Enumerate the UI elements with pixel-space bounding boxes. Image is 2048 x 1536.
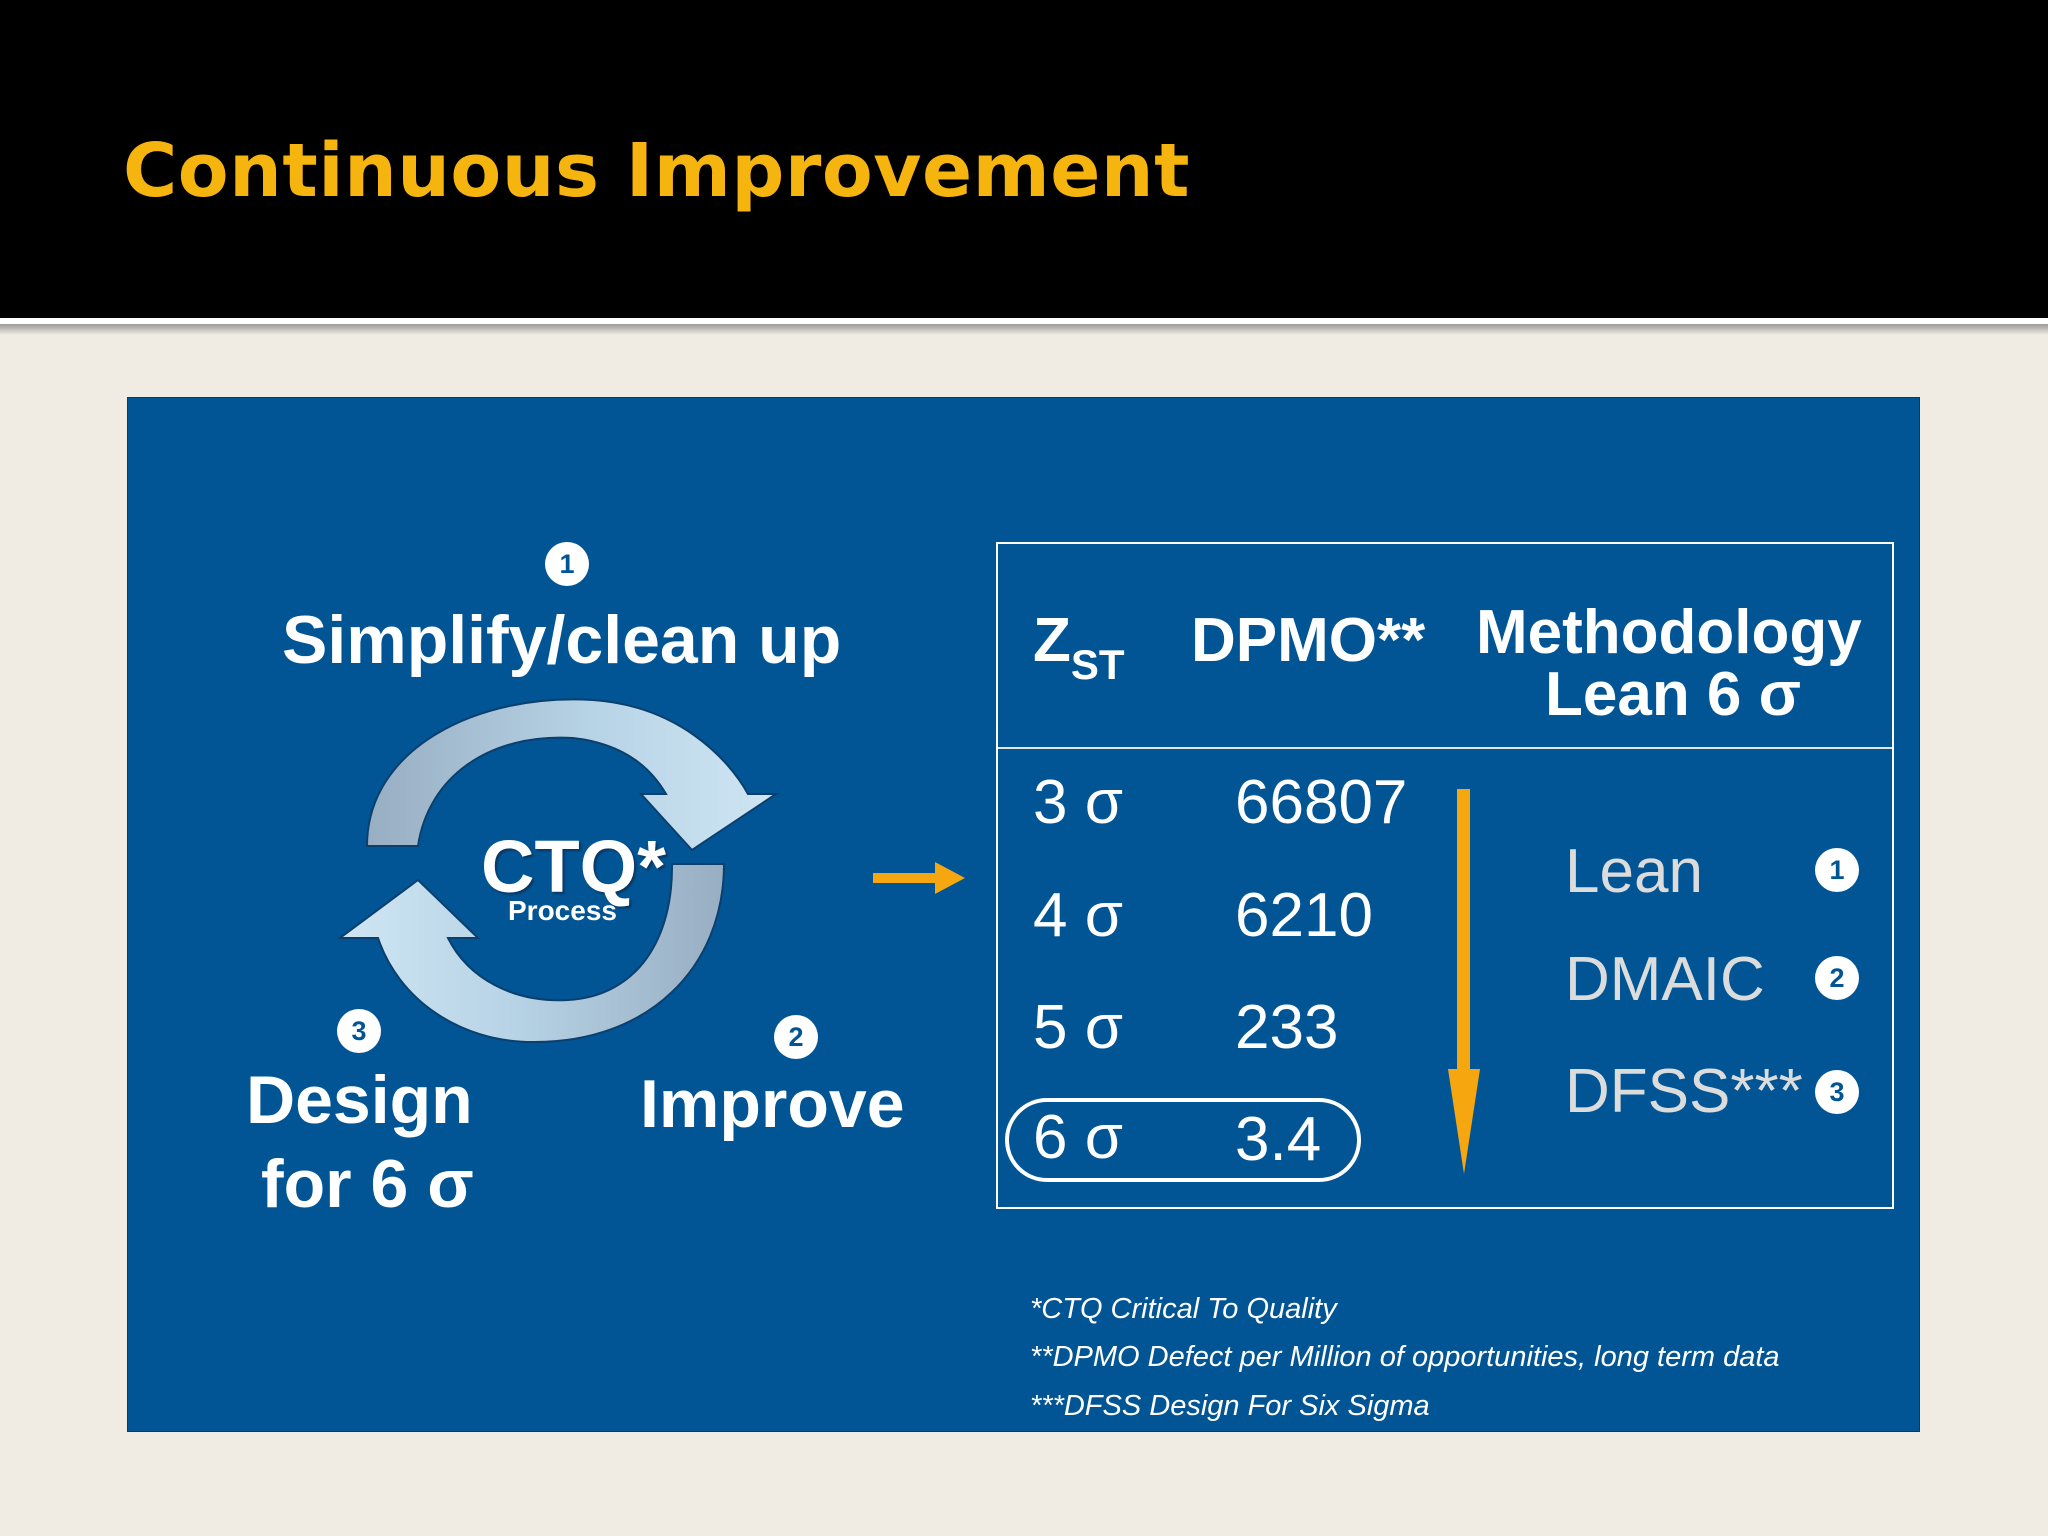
row-sigma-5: 5 σ <box>1033 993 1123 1062</box>
step-3-badge: 3 <box>337 1009 381 1053</box>
improvement-cycle-arrows <box>336 698 780 1044</box>
cycle-center-sublabel: Process <box>508 895 617 926</box>
method-dmaic: DMAIC <box>1565 945 1765 1014</box>
content-panel: CTQ* Process 1 Simplify/clean up 2 Impro… <box>127 397 1920 1432</box>
footnote-dfss: ***DFSS Design For Six Sigma <box>1030 1390 1430 1422</box>
method-3-badge: 3 <box>1815 1070 1859 1114</box>
header-zst-main: Z <box>1033 606 1071 675</box>
step-design-label-line1: Design <box>246 1062 473 1138</box>
row-sigma-3: 3 σ <box>1033 768 1123 837</box>
slide-header: Continuous Improvement <box>0 0 2048 318</box>
step-design-label-line2: for 6 σ <box>261 1146 474 1222</box>
method-dfss: DFSS*** <box>1565 1057 1803 1126</box>
row-dpmo-5: 233 <box>1235 993 1339 1062</box>
row-dpmo-4: 6210 <box>1235 881 1373 950</box>
step-1-badge: 1 <box>545 542 589 586</box>
slide-title: Continuous Improvement <box>123 128 1190 214</box>
six-sigma-highlight-oval <box>1005 1098 1361 1182</box>
method-1-badge: 1 <box>1815 848 1859 892</box>
step-improve-label: Improve <box>640 1066 905 1142</box>
step-2-badge: 2 <box>774 1015 818 1059</box>
cycle-center-label: CTQ* <box>481 825 666 908</box>
down-arrow-icon <box>1448 789 1480 1174</box>
header-methodology: Methodology <box>1476 598 1862 667</box>
header-divider-shadow <box>0 324 2048 334</box>
cycle-arrow-lower <box>336 863 726 1044</box>
sigma-table: ZST DPMO** Methodology Lean 6 σ 3 σ 6680… <box>996 542 1894 1209</box>
row-dpmo-3: 66807 <box>1235 768 1408 837</box>
header-zst: ZST <box>1033 610 1125 686</box>
method-2-badge: 2 <box>1815 956 1859 1000</box>
row-sigma-4: 4 σ <box>1033 881 1123 950</box>
header-zst-sub: ST <box>1070 641 1125 688</box>
method-lean: Lean <box>1565 837 1703 906</box>
right-arrow-icon <box>873 862 965 894</box>
header-lean-six-sigma: Lean 6 σ <box>1545 660 1802 729</box>
cycle-arrow-upper <box>365 698 780 852</box>
footnote-dpmo: **DPMO Defect per Million of opportuniti… <box>1030 1341 1780 1373</box>
header-divider <box>0 318 2048 324</box>
row-dpmo-6: 3.4 <box>1235 1105 1322 1174</box>
row-sigma-6: 6 σ <box>1033 1103 1123 1172</box>
footnote-ctq: *CTQ Critical To Quality <box>1030 1293 1337 1325</box>
header-dpmo: DPMO** <box>1191 606 1426 675</box>
step-simplify-label: Simplify/clean up <box>282 602 842 678</box>
table-header-divider <box>998 747 1892 749</box>
